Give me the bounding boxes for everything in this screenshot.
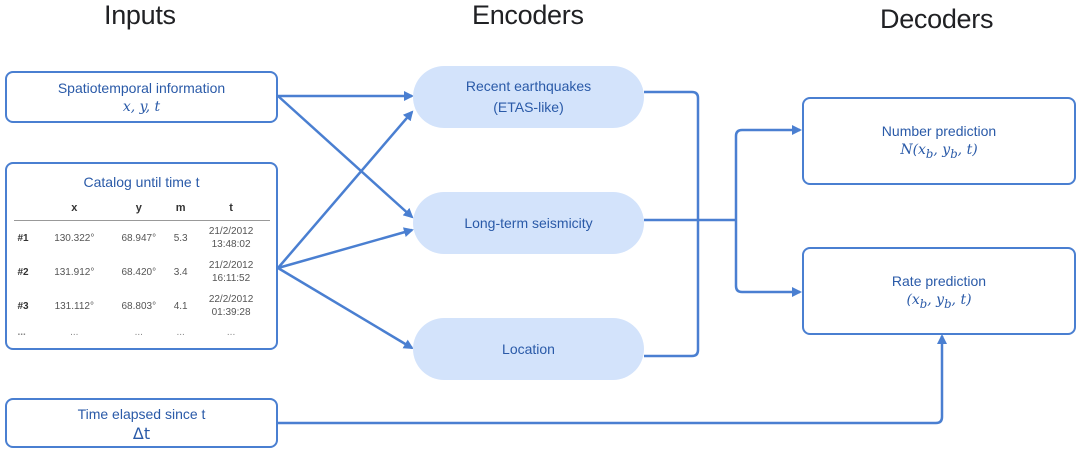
- row-y: 68.803°: [121, 300, 157, 312]
- row-id: #1: [17, 232, 29, 244]
- catalog-table: x y m t #1 130.322° 68.947° 5.3 21/2/201…: [13, 198, 270, 341]
- recent-line2: (ETAS-like): [493, 99, 564, 115]
- spatiotemporal-title: Spatiotemporal information: [57, 80, 226, 96]
- time-elapsed-title: Time elapsed since t: [77, 406, 206, 422]
- catalog-header-row: x y m t: [13, 198, 270, 221]
- catalog-col-m: m: [168, 198, 193, 221]
- ellipsis-cell: ...: [70, 326, 79, 338]
- ellipsis-cell: ...: [226, 326, 236, 338]
- row-t: 21/2/2012 16:11:52: [193, 255, 270, 289]
- longterm-label: Long-term seismicity: [464, 214, 593, 231]
- rate-math: (xb, yb, t): [906, 292, 972, 311]
- row-id: #2: [17, 266, 29, 278]
- row-m: 4.1: [173, 300, 188, 312]
- heading-inputs: Inputs: [104, 0, 176, 30]
- encoder-recent-earthquakes: Recent earthquakes (ETAS-like): [413, 66, 644, 128]
- row-y: 68.420°: [121, 266, 157, 278]
- row-time: 13:48:02: [211, 239, 251, 250]
- catalog-col-id: [13, 198, 40, 221]
- arrow-to-rate: [734, 220, 802, 297]
- row-time: 16:11:52: [211, 273, 251, 284]
- encoder-long-term-seismicity: Long-term seismicity: [413, 192, 644, 254]
- arrow-catalog-to-longterm: [277, 227, 414, 270]
- catalog-title: Catalog until time t: [83, 174, 200, 190]
- location-label: Location: [502, 340, 555, 357]
- table-row-ellipsis: ... ... ... ... ...: [14, 323, 270, 341]
- row-date: 21/2/2012: [208, 260, 254, 271]
- recent-line1: Recent earthquakes: [465, 78, 592, 94]
- encoder-location: Location: [413, 318, 644, 380]
- row-t: 22/2/2012 01:39:28: [193, 289, 270, 323]
- number-title: Number prediction: [881, 123, 997, 139]
- time-elapsed-math: Δt: [132, 424, 151, 443]
- row-t: 21/2/2012 13:48:02: [193, 221, 270, 256]
- spatiotemporal-math: x, y, t: [122, 99, 161, 115]
- row-m: 3.4: [173, 266, 188, 278]
- input-catalog: Catalog until time t x y m t #1 130.322°…: [5, 162, 278, 350]
- decoder-number-prediction: Number prediction N(xb, yb, t): [802, 97, 1076, 185]
- row-y: 68.947°: [121, 232, 157, 244]
- arrow-catalog-to-location: [277, 266, 414, 350]
- table-row: #3 131.112° 68.803° 4.1 22/2/2012 01:39:2…: [14, 289, 270, 323]
- input-spatiotemporal: Spatiotemporal information x, y, t: [5, 71, 278, 123]
- table-row: #1 130.322° 68.947° 5.3 21/2/2012 13:48:0…: [14, 221, 270, 256]
- input-time-elapsed: Time elapsed since t Δt: [5, 398, 278, 448]
- rate-title: Rate prediction: [891, 273, 987, 289]
- row-date: 22/2/2012: [208, 294, 254, 305]
- heading-encoders: Encoders: [472, 0, 584, 30]
- arrow-to-number: [734, 125, 802, 220]
- table-row: #2 131.912° 68.420° 3.4 21/2/2012 16:11:5…: [14, 255, 270, 289]
- wire-recent-merge: [644, 90, 700, 358]
- catalog-col-x: x: [39, 198, 109, 221]
- row-date: 21/2/2012: [208, 226, 254, 237]
- catalog-col-t: t: [192, 198, 270, 221]
- row-id: #3: [17, 300, 29, 312]
- row-time: 01:39:28: [211, 307, 251, 318]
- heading-decoders: Decoders: [880, 4, 994, 34]
- ellipsis-cell: ...: [134, 326, 143, 338]
- number-math: N(xb, yb, t): [900, 142, 978, 161]
- row-x: 131.112°: [54, 300, 94, 312]
- ellipsis-cell: ...: [17, 326, 26, 338]
- catalog-col-y: y: [108, 198, 169, 221]
- row-x: 131.912°: [54, 266, 95, 278]
- arrow-catalog-to-recent: [277, 110, 414, 269]
- arrow-time-to-rate: [278, 334, 947, 425]
- arrow-spatio-to-longterm: [277, 95, 414, 219]
- row-x: 130.322°: [54, 232, 95, 244]
- decoder-rate-prediction: Rate prediction (xb, yb, t): [802, 247, 1076, 335]
- row-m: 5.3: [173, 232, 188, 244]
- ellipsis-cell: ...: [176, 326, 185, 338]
